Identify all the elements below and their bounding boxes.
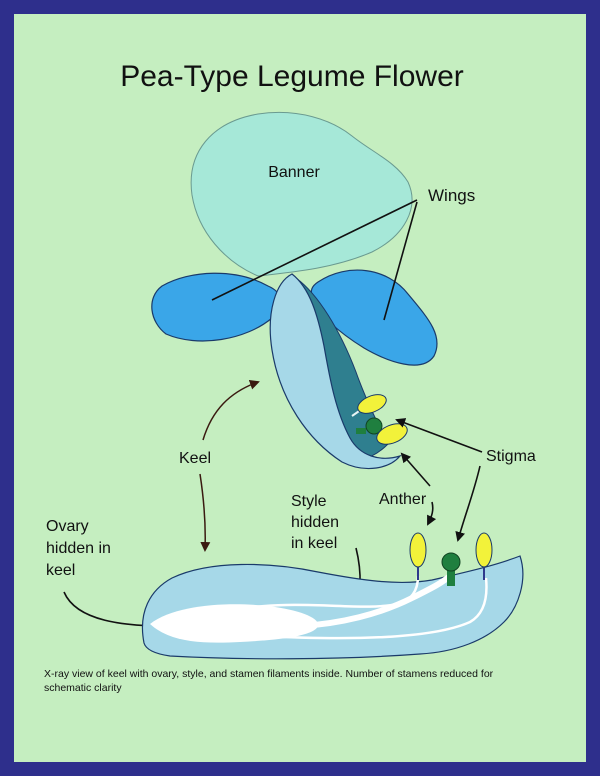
left-wing [151, 272, 282, 342]
caption: X-ray view of keel with ovary, style, an… [44, 668, 496, 694]
ovary [150, 604, 319, 643]
stigma-upper [365, 417, 383, 435]
lower-anther-2 [475, 532, 493, 568]
stigma-label: Stigma [486, 448, 536, 465]
caption-line-1: X-ray view of keel with ovary, style, an… [44, 668, 494, 680]
ovary-label-line-3: keel [46, 562, 75, 579]
legume-flower-diagram: Pea-Type Legume Flower Banner Wings Keel… [44, 60, 536, 694]
style-label-line-1: Style [291, 493, 327, 510]
lower-anther-1 [409, 532, 427, 568]
ovary-label-line-2: hidden in [46, 540, 111, 557]
caption-line-2: schematic clarity [44, 682, 122, 694]
wings-leader-left [211, 199, 418, 301]
banner-petal [190, 111, 413, 277]
keel-arrow-up [202, 379, 260, 441]
keel-label: Keel [179, 450, 211, 467]
anther-label: Anther [379, 491, 427, 508]
stigma-arrow-lower [455, 465, 481, 542]
style-stub-upper [356, 428, 366, 434]
ovary-label-line-1: Ovary [46, 518, 89, 535]
lower-stigma [441, 552, 461, 572]
ovary-label: Ovary hidden in keel [46, 518, 115, 579]
stigma-arrow-upper [395, 418, 483, 453]
anther-arrow-upper [400, 452, 431, 487]
anther-upper [357, 394, 387, 414]
keel-petal [269, 273, 402, 470]
lower-style-stub [447, 566, 455, 586]
style-label: Style hidden in keel [291, 493, 344, 552]
style-label-line-3: in keel [291, 535, 337, 552]
stamen-filament-1 [231, 575, 420, 612]
wings-label: Wings [428, 186, 475, 205]
keel-arrow-down [199, 473, 211, 552]
anther-arrow-lower [427, 501, 437, 526]
wings-leader-right [383, 201, 418, 321]
diagram-frame: Pea-Type Legume Flower Banner Wings Keel… [14, 14, 586, 762]
style-label-line-2: hidden [291, 514, 339, 531]
stamen-filament-2 [259, 577, 488, 640]
anther-lower [376, 423, 408, 445]
diagram-title: Pea-Type Legume Flower [120, 60, 464, 93]
banner-label: Banner [268, 164, 320, 181]
